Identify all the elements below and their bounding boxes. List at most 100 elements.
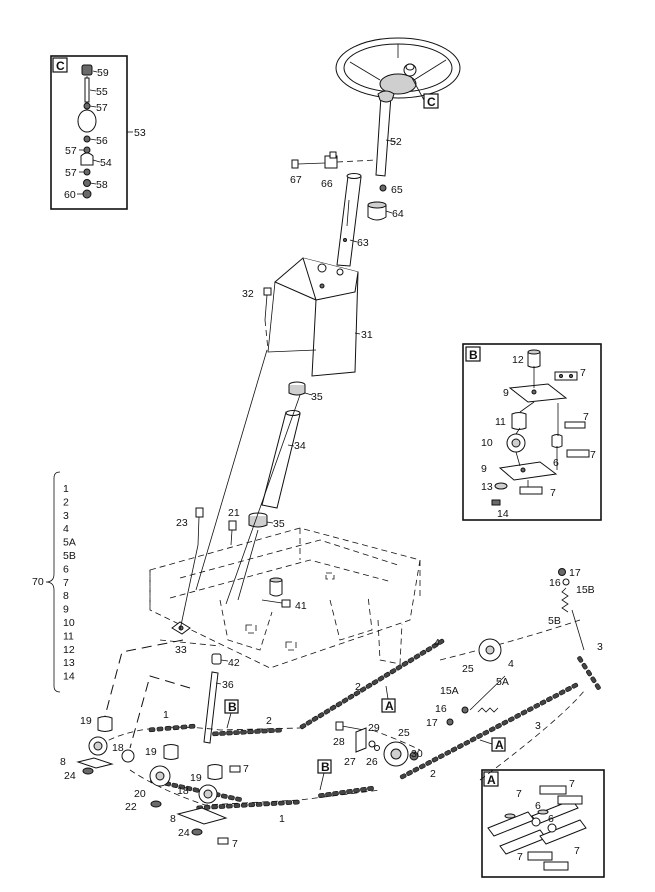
lower-label-27: 27	[344, 756, 356, 768]
chain-link	[406, 770, 413, 776]
part-58-nut	[83, 179, 91, 187]
label-32: 32	[242, 288, 254, 300]
chain-link	[240, 802, 248, 808]
part-20-spacer	[121, 749, 135, 763]
inset-c-label-60: 60	[64, 189, 76, 201]
kit-item: 3	[63, 510, 69, 522]
svg-text:A: A	[385, 699, 394, 713]
chain-link	[482, 729, 490, 736]
arm-bottom	[176, 807, 229, 845]
svg-text:B: B	[228, 700, 237, 714]
inset-b-label-9b: 9	[481, 463, 487, 475]
part-17-nut-right	[558, 568, 566, 576]
label-34: 34	[294, 440, 306, 452]
chain-link	[220, 793, 228, 799]
part-42-cap	[211, 653, 222, 665]
kit-item: 2	[63, 496, 69, 508]
chain-link	[389, 668, 397, 675]
chain-link	[520, 709, 528, 716]
chain-link	[185, 785, 193, 792]
part-29-washer	[368, 740, 376, 748]
chain-link	[418, 763, 426, 770]
lower-label-8a: 8	[60, 756, 66, 768]
lower-label-2b: 2	[355, 681, 361, 693]
part-28-bolt	[335, 721, 344, 731]
steering-wheel	[335, 37, 461, 99]
chain-path-guides	[99, 726, 381, 806]
lower-label-24b: 24	[178, 827, 190, 839]
inset-a-label-6a: 6	[535, 800, 541, 812]
label-35-lower: 35	[273, 518, 285, 530]
kit-item: 1	[63, 483, 69, 495]
lower-label-15A: 15A	[440, 685, 459, 697]
inset-b-label-11: 11	[495, 416, 506, 428]
inset-a-label-7c: 7	[517, 851, 523, 863]
kit-item: 13	[63, 657, 75, 669]
lower-label-18b: 18	[177, 785, 189, 797]
chain-link	[395, 664, 403, 671]
sprocket-left	[76, 716, 114, 775]
chain-link	[377, 675, 385, 682]
chain-link	[413, 653, 421, 660]
part-32-bolt-head	[263, 287, 272, 296]
lower-label-22: 22	[125, 801, 137, 813]
kit-item: 9	[63, 604, 69, 616]
lower-label-7b: 7	[232, 838, 238, 850]
part-11-bushing	[511, 412, 527, 430]
kit-70-bracket: 70	[32, 471, 61, 693]
chain-link	[501, 719, 509, 726]
inset-b-label-10: 10	[481, 437, 493, 449]
chain-link	[261, 728, 268, 734]
inset-b-label-13: 13	[481, 481, 493, 493]
inset-c-label-57b: 57	[65, 145, 77, 157]
chain-link	[255, 802, 263, 807]
svg-text:B: B	[321, 760, 330, 774]
chain-link	[353, 787, 360, 794]
lower-label-5B: 5B	[548, 615, 561, 627]
inset-c-frame	[50, 55, 128, 210]
lower-label-19c: 19	[190, 772, 202, 784]
kit-item: 11	[63, 630, 74, 642]
kit-item: 12	[63, 644, 75, 656]
chain-link	[371, 679, 379, 686]
chain-link	[299, 723, 307, 730]
chain-link	[407, 657, 415, 664]
chain-link	[318, 792, 325, 799]
lower-label-2c: 2	[430, 768, 436, 780]
chain-link	[192, 787, 200, 793]
chain-link	[539, 699, 547, 706]
idler-center	[335, 721, 419, 767]
part-9-plate-upper	[508, 383, 568, 403]
inset-c-label-58: 58	[96, 179, 108, 191]
chain-link	[332, 790, 339, 797]
chain-link	[254, 729, 261, 734]
inset-b-label-12: 12	[512, 354, 524, 366]
part-60-nut	[82, 189, 92, 199]
part-30-nut	[409, 751, 419, 761]
part-66-clamp	[324, 151, 338, 169]
chain-link	[594, 683, 601, 690]
inset-a-label-6b: 6	[548, 813, 554, 825]
part-17-nut	[446, 718, 454, 726]
callout-c-box	[423, 93, 439, 109]
chain-link	[233, 803, 241, 808]
part-57-washer	[83, 102, 91, 110]
part-7-link-d	[519, 486, 543, 495]
part-7-link-a	[554, 371, 578, 381]
part-52-steering-shaft	[375, 90, 395, 177]
callout-c-letter: C	[427, 95, 436, 109]
part-63-tube	[336, 173, 362, 267]
part-31-column-bracket	[267, 257, 359, 377]
chain-link	[335, 701, 343, 708]
part-21-bolt	[228, 520, 237, 546]
lower-label-19b: 19	[145, 746, 157, 758]
inset-c-group-label: 53	[134, 127, 146, 139]
inset-b-label-6: 6	[553, 457, 559, 469]
callout-a-marker-2: A	[479, 737, 506, 752]
chain-link	[444, 749, 452, 756]
chain-link	[457, 743, 464, 750]
chain-link	[240, 729, 247, 735]
chain-link	[437, 753, 445, 760]
lower-label-25a: 25	[462, 663, 474, 675]
chain-link	[235, 796, 242, 802]
